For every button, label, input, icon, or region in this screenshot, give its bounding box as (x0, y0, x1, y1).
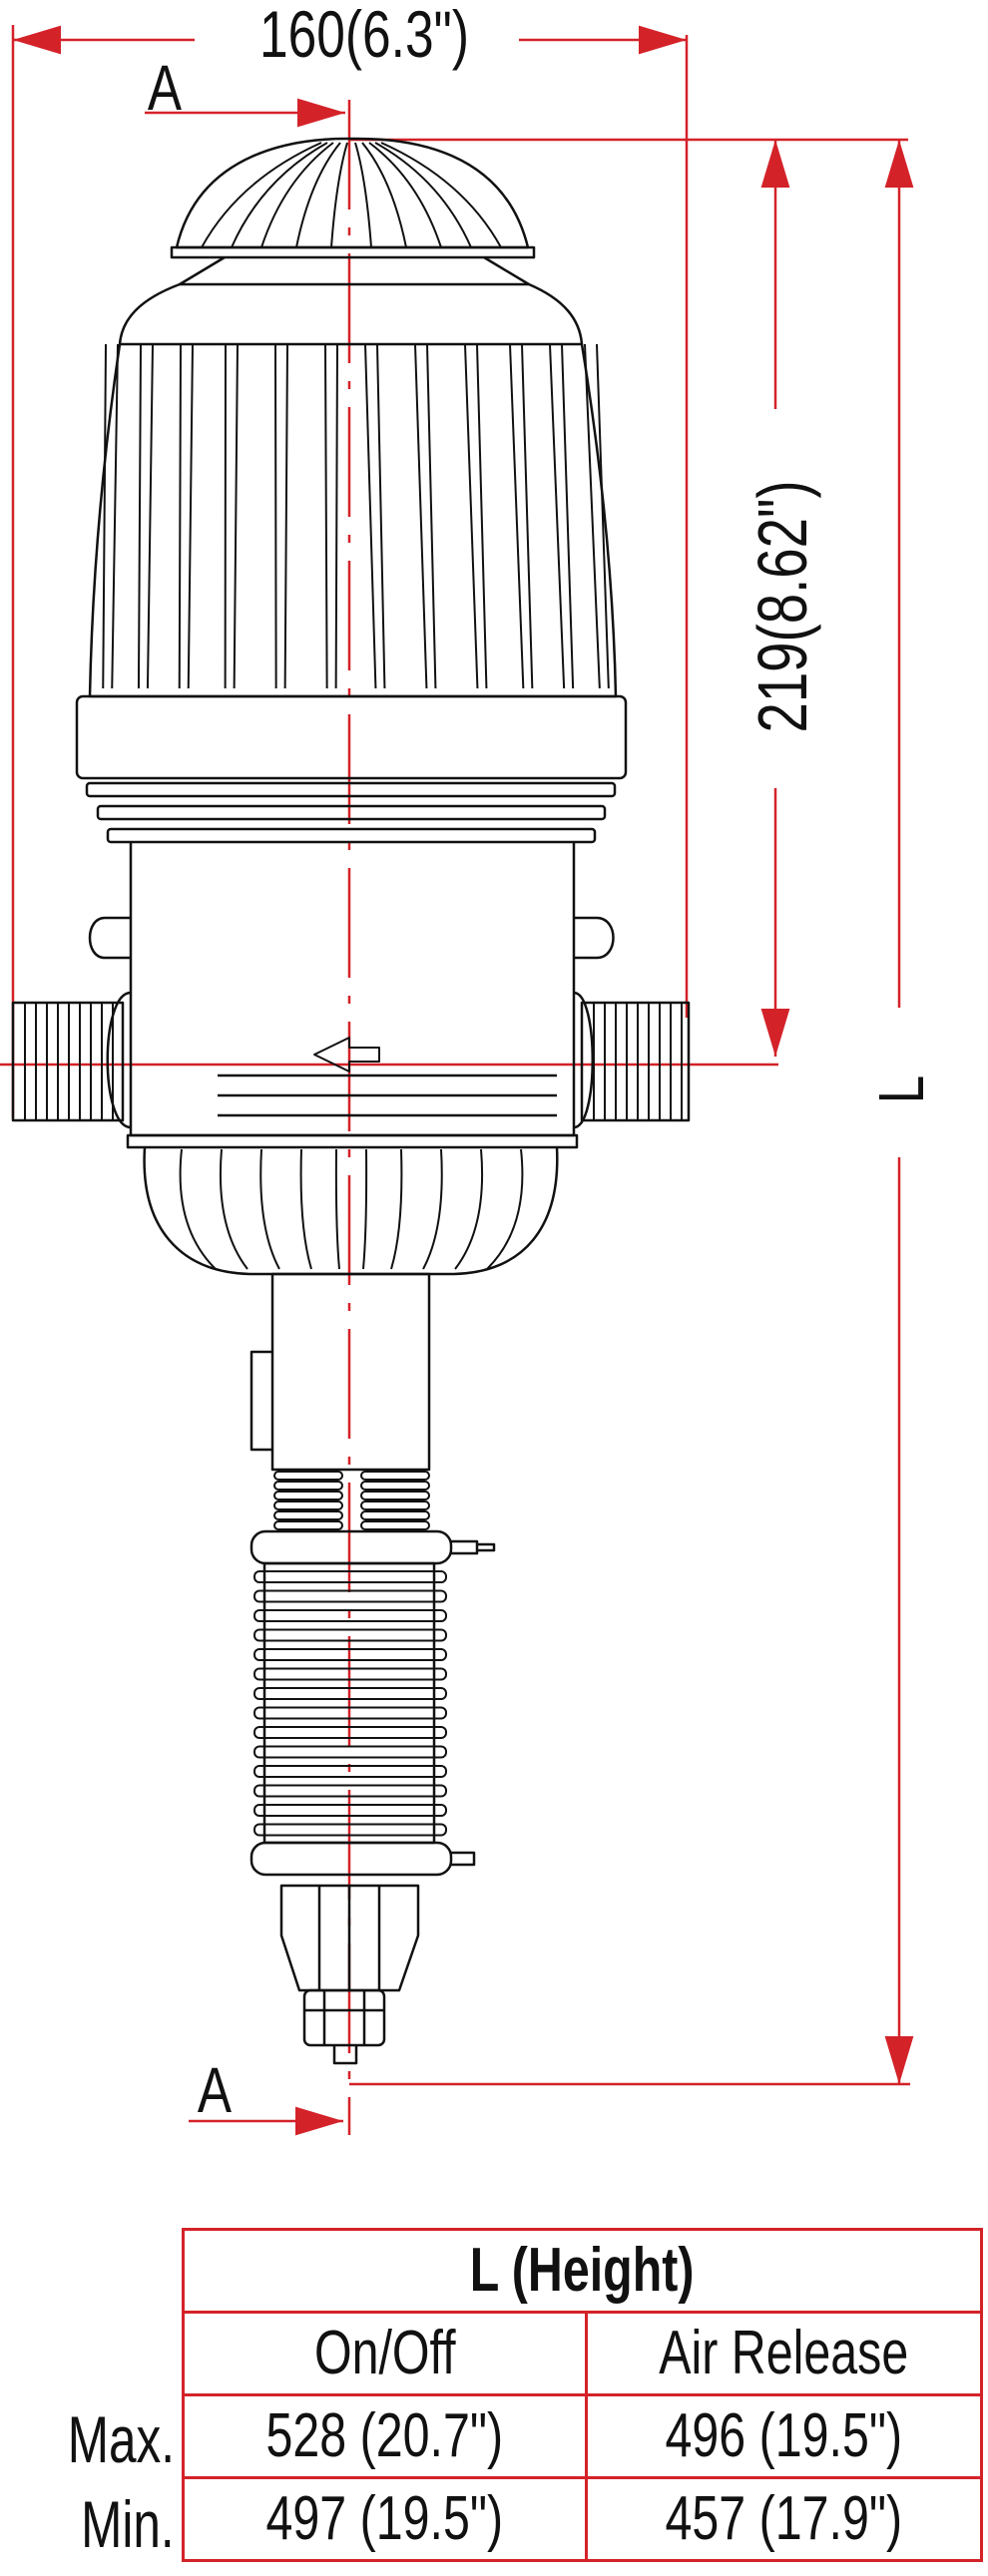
width-dimension-label: 160(6.3") (259, 0, 469, 71)
section-label-top: A (148, 54, 182, 125)
inlet-fitting-left (106, 991, 132, 1129)
bottom-nut (279, 1884, 420, 1992)
top-dome-cap (175, 137, 530, 249)
row-label-max: Max. (67, 2402, 175, 2476)
outlet-fitting-right (573, 991, 594, 1129)
flow-direction-arrow-icon (313, 1037, 380, 1073)
ring-2 (96, 804, 607, 821)
table-cell: 497 (19.5") (182, 2476, 588, 2562)
body-cylinder (129, 842, 576, 1137)
ring-3 (106, 827, 597, 844)
inlet-thread-lines (24, 1003, 114, 1120)
upper-dome (118, 282, 584, 346)
ring-1 (85, 781, 617, 798)
column-header-on-off: On/Off (182, 2311, 588, 2396)
outlet-thread-right (580, 1001, 691, 1122)
bowl-ribs (179, 1148, 524, 1270)
lower-clamp (249, 1841, 453, 1877)
collar-band (75, 694, 628, 780)
suction-tip (302, 1988, 386, 2047)
body-base (126, 1133, 579, 1149)
row-label-min: Min. (81, 2487, 175, 2561)
dimension-lines (0, 25, 914, 2136)
upper-shoulder (178, 255, 531, 286)
body-ribs (102, 343, 610, 689)
suction-tube-housing (270, 1272, 431, 1472)
table-cell: 496 (19.5") (585, 2393, 983, 2479)
side-knob-left (88, 916, 131, 960)
tube-side-bump (249, 1350, 272, 1452)
section-label-bottom: A (198, 2056, 232, 2127)
side-knob-right (574, 916, 615, 960)
table-cell: 528 (20.7") (182, 2393, 588, 2479)
ribbed-body (88, 343, 618, 698)
upper-clamp (249, 1529, 453, 1565)
height-dimension-label: 219(8.62") (744, 480, 822, 732)
clamp-screw-upper (451, 1539, 496, 1555)
length-label: L (867, 1075, 938, 1103)
pump-body (11, 137, 691, 2065)
table-row-max: 528 (20.7") 496 (19.5") (182, 2393, 983, 2479)
table-cell: 457 (17.9") (585, 2476, 983, 2562)
dome-flange (170, 245, 536, 259)
threaded-coupling (273, 1471, 430, 1530)
outlet-thread-lines (593, 1003, 683, 1120)
clamp-screw-lower (451, 1851, 476, 1867)
lower-ribbed-bowl (143, 1146, 559, 1276)
table-title: L (Height) (182, 2228, 983, 2314)
dome-ribs (201, 142, 502, 248)
column-header-air-release: Air Release (585, 2311, 983, 2396)
table-row-min: 497 (19.5") 457 (17.9") (182, 2476, 983, 2562)
height-table: L (Height) On/Off Air Release 528 (20.7"… (182, 2228, 983, 2562)
